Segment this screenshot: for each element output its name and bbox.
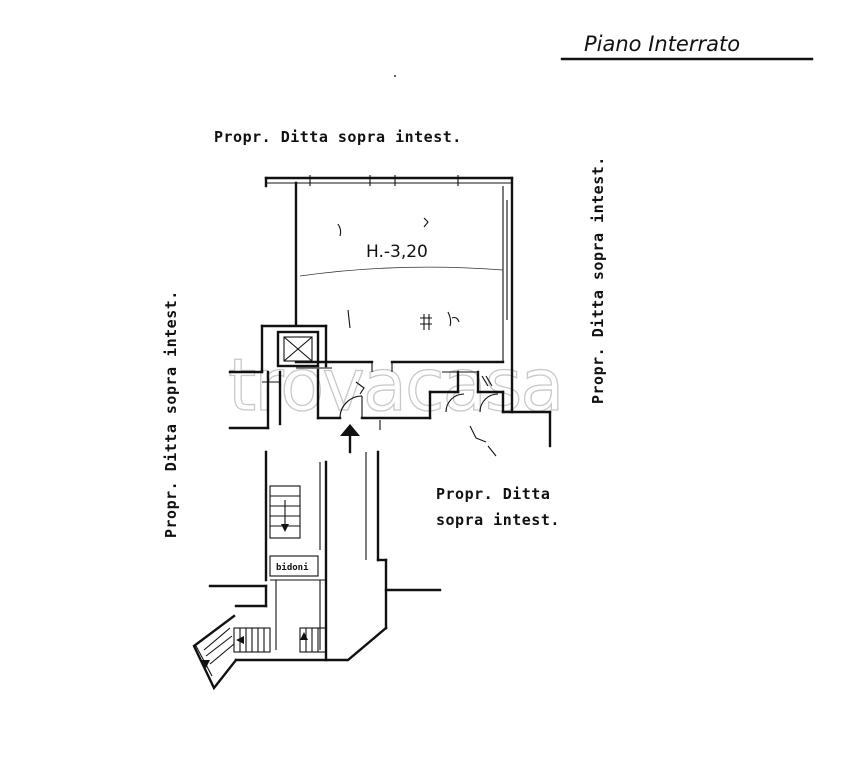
bins-label: bidoni xyxy=(276,562,309,573)
room-height-label: H.-3,20 xyxy=(366,242,428,262)
speck xyxy=(394,75,396,77)
stair-block: bidoni xyxy=(264,450,388,662)
label-right-property: Propr. Ditta sopra intest. xyxy=(589,156,607,404)
left-corridor xyxy=(228,370,282,430)
plan-header: Piano Interrato xyxy=(394,32,814,77)
label-center-line2: sopra intest. xyxy=(436,511,560,529)
lower-perimeter xyxy=(192,558,442,691)
main-room: H.-3,20 xyxy=(264,175,514,414)
plan-title: Piano Interrato xyxy=(584,32,740,56)
entrance-arrow-icon xyxy=(340,424,360,436)
label-center-line1: Propr. Ditta xyxy=(436,485,550,503)
label-left-property: Propr. Ditta sopra intest. xyxy=(162,290,180,538)
label-top-property: Propr. Ditta sopra intest. xyxy=(214,128,462,146)
elevator-shaft xyxy=(260,324,328,374)
label-center-property: Propr. Ditta sopra intest. xyxy=(436,485,560,529)
entrance-lobby xyxy=(316,362,552,457)
